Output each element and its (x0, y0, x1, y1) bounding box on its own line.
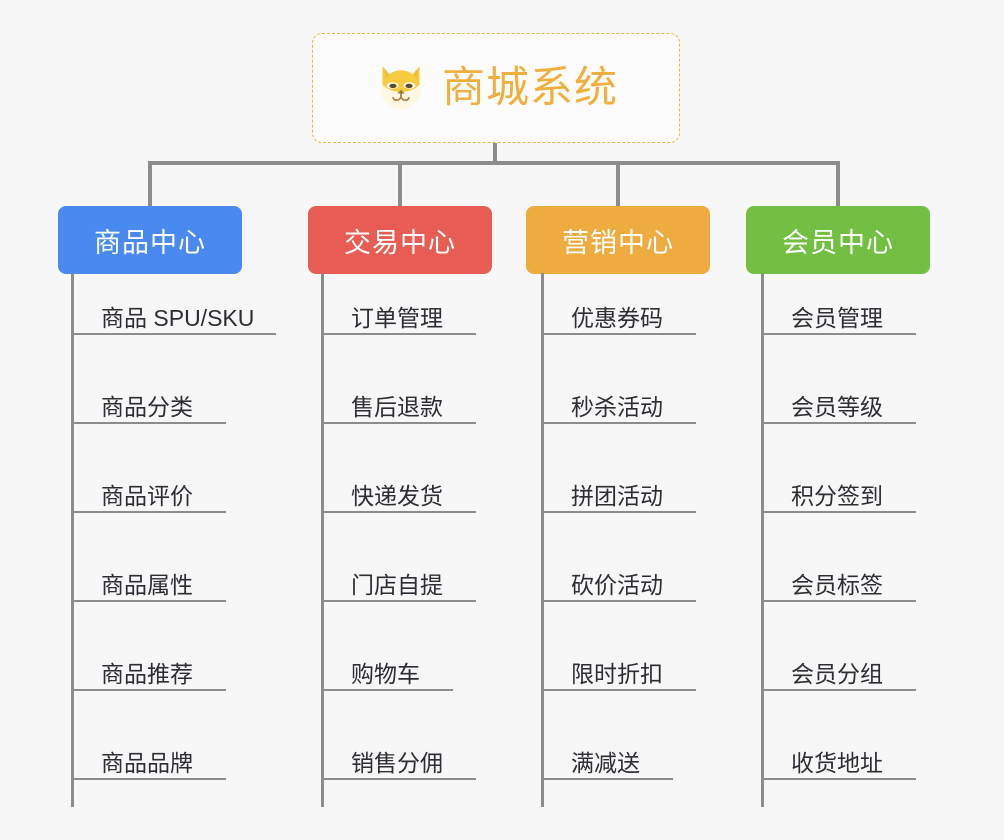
leaf-item[interactable]: 购物车 (321, 629, 453, 691)
leaf-item[interactable]: 销售分佣 (321, 718, 476, 780)
branch-header-1[interactable]: 交易中心 (308, 206, 492, 274)
leaf-item[interactable]: 会员分组 (761, 629, 916, 691)
connector-drop-2 (398, 161, 402, 206)
leaf-label: 快递发货 (351, 483, 443, 510)
connector-spine-0 (71, 273, 74, 807)
leaf-label: 商品推荐 (101, 661, 193, 688)
connector-horizontal-bus (148, 161, 840, 165)
connector-drop-4 (836, 161, 840, 206)
leaf-label: 商品品牌 (101, 750, 193, 777)
leaf-label: 门店自提 (351, 572, 443, 599)
leaf-label: 购物车 (351, 661, 420, 688)
branch-header-3[interactable]: 会员中心 (746, 206, 930, 274)
leaf-item[interactable]: 优惠券码 (541, 273, 696, 335)
branch-header-2[interactable]: 营销中心 (526, 206, 710, 274)
branch-header-label: 会员中心 (782, 227, 894, 258)
leaf-label: 会员标签 (791, 572, 883, 599)
root-node[interactable]: 商城系统 (312, 33, 680, 143)
leaf-item[interactable]: 商品 SPU/SKU (71, 273, 276, 335)
leaf-item[interactable]: 商品分类 (71, 362, 226, 424)
leaf-item[interactable]: 售后退款 (321, 362, 476, 424)
shiba-dog-face-icon (381, 66, 421, 110)
leaf-label: 商品分类 (101, 394, 193, 421)
leaf-label: 会员等级 (791, 394, 883, 421)
leaf-label: 销售分佣 (351, 750, 443, 777)
connector-spine-1 (321, 273, 324, 807)
leaf-item[interactable]: 会员标签 (761, 540, 916, 602)
leaf-label: 优惠券码 (571, 305, 663, 332)
leaf-label: 积分签到 (791, 483, 883, 510)
leaf-label: 砍价活动 (571, 572, 663, 599)
leaf-item[interactable]: 商品属性 (71, 540, 226, 602)
connector-spine-2 (541, 273, 544, 807)
leaf-item[interactable]: 会员管理 (761, 273, 916, 335)
leaf-item[interactable]: 订单管理 (321, 273, 476, 335)
connector-spine-3 (761, 273, 764, 807)
leaf-item[interactable]: 快递发货 (321, 451, 476, 513)
leaf-item[interactable]: 会员等级 (761, 362, 916, 424)
leaf-label: 收货地址 (791, 750, 883, 777)
branch-header-label: 交易中心 (344, 227, 456, 258)
leaf-item[interactable]: 商品评价 (71, 451, 226, 513)
leaf-item[interactable]: 满减送 (541, 718, 673, 780)
leaf-label: 限时折扣 (571, 661, 663, 688)
leaf-label: 秒杀活动 (571, 394, 663, 421)
leaf-item[interactable]: 积分签到 (761, 451, 916, 513)
branch-header-label: 营销中心 (562, 227, 674, 258)
leaf-item[interactable]: 砍价活动 (541, 540, 696, 602)
leaf-item[interactable]: 商品推荐 (71, 629, 226, 691)
leaf-label: 订单管理 (351, 305, 443, 332)
leaf-label: 会员管理 (791, 305, 883, 332)
connector-drop-3 (616, 161, 620, 206)
leaf-item[interactable]: 商品品牌 (71, 718, 226, 780)
leaf-label: 拼团活动 (571, 483, 663, 510)
connector-root-stem (493, 143, 497, 164)
leaf-label: 售后退款 (351, 394, 443, 421)
leaf-label: 商品属性 (101, 572, 193, 599)
branch-header-0[interactable]: 商品中心 (58, 206, 242, 274)
connector-drop-1 (148, 161, 152, 206)
leaf-item[interactable]: 收货地址 (761, 718, 916, 780)
leaf-item[interactable]: 秒杀活动 (541, 362, 696, 424)
branch-header-label: 商品中心 (94, 227, 206, 258)
leaf-item[interactable]: 拼团活动 (541, 451, 696, 513)
root-title: 商城系统 (442, 63, 618, 112)
leaf-item[interactable]: 限时折扣 (541, 629, 696, 691)
leaf-label: 商品评价 (101, 483, 193, 510)
leaf-label: 满减送 (571, 750, 640, 777)
leaf-item[interactable]: 门店自提 (321, 540, 476, 602)
leaf-label: 商品 SPU/SKU (101, 305, 255, 332)
leaf-label: 会员分组 (791, 661, 883, 688)
